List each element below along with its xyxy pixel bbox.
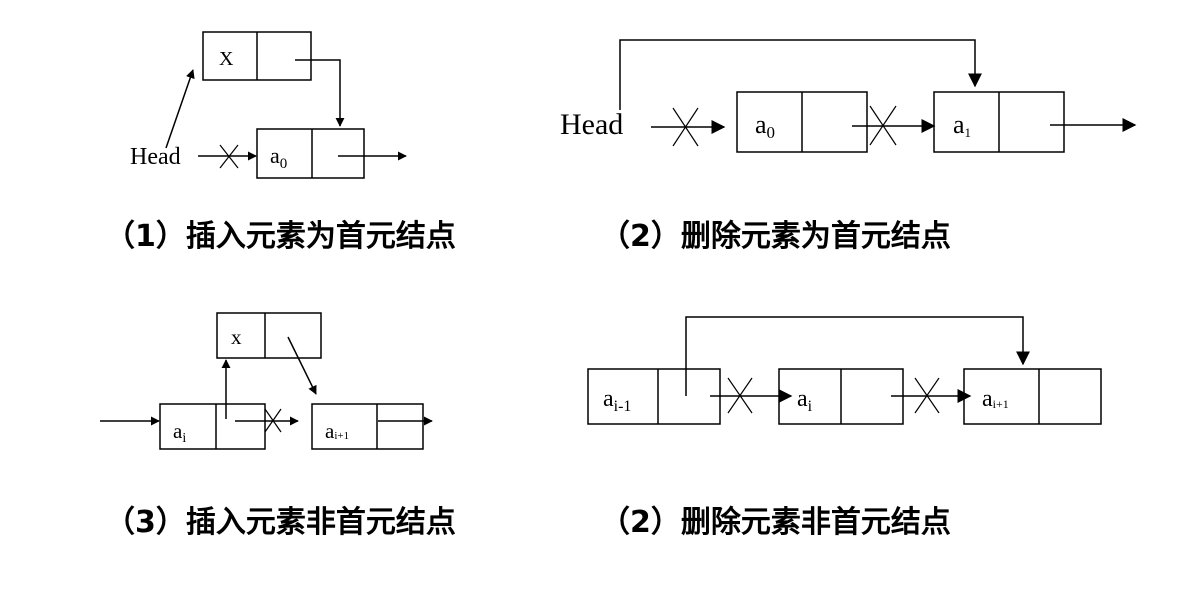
x-to-next-arrow [287,336,317,395]
diagram-1-insert-first-node: X Head a0 （1）插入元素为首元结点 [105,31,456,254]
bypass-arrow [685,316,1030,396]
caption-2: （2）删除元素为首元结点 [600,219,951,254]
node-a1-label: a1 [953,110,971,140]
node-a0-label: a0 [755,110,775,142]
cross-mark [727,377,753,414]
node-x: x [216,312,322,359]
caption-3: （3）插入元素非首元结点 [105,505,456,540]
caption-4: （2）删除元素非首元结点 [600,505,951,540]
node-ai-label: ai [797,386,813,415]
node-a1: a1 [933,91,1065,153]
head-label: Head [130,144,181,170]
node-ai-label: ai [173,419,186,446]
cross-mark [914,377,940,414]
cross-mark [264,408,282,433]
node-ai-plus-1-label: ai+1 [325,419,349,443]
node-a0: a0 [736,91,868,153]
node-ai: ai [778,368,904,425]
diagram-3-insert-non-first-node: x ai ai+1 （3）插入元素非首元结点 [100,312,456,540]
caption-1: （1）插入元素为首元结点 [105,219,456,254]
node-ai: ai [159,403,266,450]
head-label: Head [560,108,623,141]
head-bypass-arrow [619,39,982,110]
node-ai-minus-1: ai-1 [587,368,721,425]
x-next-arrow [295,59,345,127]
node-x-label: X [219,48,234,70]
node-ai-plus-1: ai+1 [963,368,1102,425]
node-ai-plus-1: ai+1 [311,403,424,450]
cross-mark [219,144,239,169]
diagram-2-delete-first-node: Head a0 a1 （2）删除元素为首元结点 [560,39,1137,254]
node-x-label: x [231,325,242,349]
node-ai-plus-1-label: ai+1 [982,386,1009,412]
head-to-x-arrow [165,69,195,149]
node-a0: a0 [256,128,365,179]
node-ai-minus-1-label: ai-1 [603,386,631,415]
cross-mark [869,105,897,146]
node-a0-label: a0 [270,143,287,172]
node-x: X [202,31,312,81]
diagram-4-delete-non-first-node: ai-1 ai ai+1 （2）删除元素非首元结点 [587,316,1102,540]
cross-mark [672,107,699,147]
